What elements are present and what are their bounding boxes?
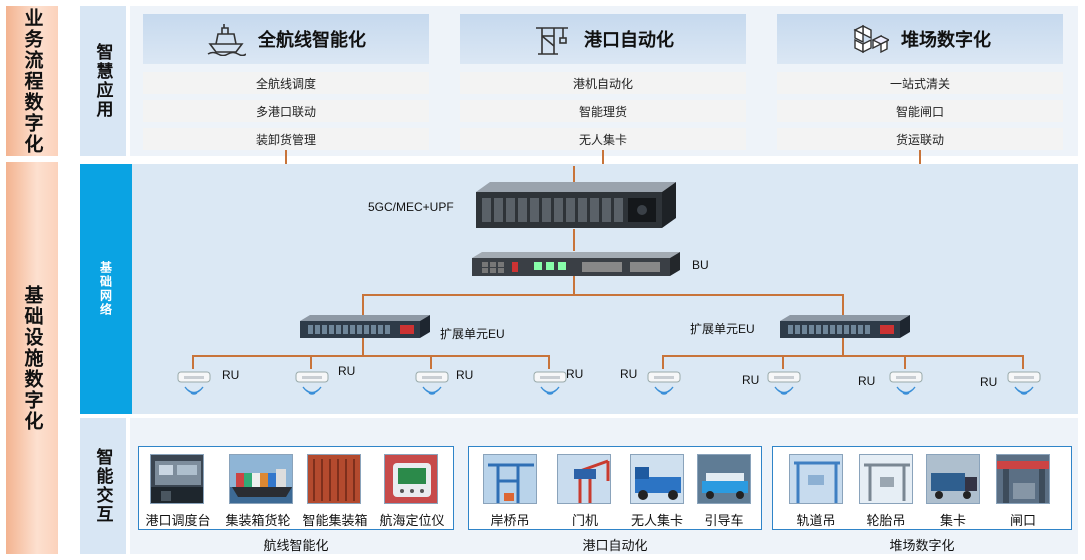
device-caption: 引导车 [704,513,744,528]
card-yard-digitization: 堆场数字化 [777,14,1063,64]
interaction-group-title: 港口自动化 [582,538,648,553]
card-item: 一站式清关 [777,72,1063,94]
device-caption: 港口调度台 [145,513,211,528]
connector-line [573,166,575,182]
ru-label: RU [456,368,474,382]
ru-device [295,371,329,395]
device-caption: 智能集装箱 [302,513,368,528]
base-network-section-label: 基础网络 [80,164,132,414]
card-item: 港机自动化 [460,72,746,94]
connector-line [602,150,604,165]
connector-line [842,338,844,356]
card-port-automation: 港口自动化 [460,14,746,64]
connector-line [192,355,550,357]
infra-digitization-label: 基础设施数字化 [6,162,58,554]
thumb-container-truck [926,454,980,504]
connector-line [919,150,921,165]
ru-device [1007,371,1041,395]
thumb-dispatch-console [150,454,204,504]
connector-line [573,229,575,251]
ru-label: RU [742,373,760,387]
interaction-group-title: 堆场数字化 [889,538,955,553]
device-caption: 轨道吊 [796,513,836,528]
card-item: 智能理货 [460,100,746,122]
eu-device [300,315,430,338]
connector-line [192,355,194,369]
business-digitization-label: 业务流程数字化 [6,6,58,156]
card-item: 智能闸口 [777,100,1063,122]
connector-line [1022,355,1024,369]
connector-line [285,150,287,165]
device-caption: 门机 [571,513,598,528]
device-caption: 轮胎吊 [866,513,906,528]
connector-line [842,294,844,316]
ru-device [647,371,681,395]
thumb-portal-crane [557,454,611,504]
eu-device [780,315,910,338]
ru-label: RU [620,367,638,381]
ru-device [415,371,449,395]
card-title: 全航线智能化 [258,30,366,50]
connector-line [573,275,575,295]
thumb-unmanned-truck [630,454,684,504]
eu-label-left: 扩展单元EU [440,327,505,341]
smart-app-section-label: 智慧应用 [80,6,126,156]
crane-icon [536,27,568,55]
thumb-gate [996,454,1050,504]
ru-label: RU [858,374,876,388]
connector-line [662,355,1024,357]
connector-line [548,355,550,369]
cubes-icon [853,24,889,54]
bu-device [472,252,680,276]
thumb-tire-crane [859,454,913,504]
card-item: 全航线调度 [143,72,429,94]
thumb-rail-crane [789,454,843,504]
thumb-container-ship [229,454,293,504]
connector-line [662,355,664,369]
card-route-intelligence: 全航线智能化 [143,14,429,64]
connector-line [310,355,312,369]
ru-label: RU [338,364,356,378]
connector-line [362,338,364,356]
ru-device [889,371,923,395]
smart-interaction-section-label: 智能交互 [80,418,126,554]
card-item: 无人集卡 [460,128,746,150]
thumb-guided-vehicle [697,454,751,504]
interaction-group-title: 航线智能化 [263,538,329,553]
eu-label-right: 扩展单元EU [690,322,755,336]
card-item: 货运联动 [777,128,1063,150]
card-item: 装卸货管理 [143,128,429,150]
ru-device [533,371,567,395]
device-caption: 无人集卡 [630,513,683,528]
ru-label: RU [566,367,584,381]
thumb-smart-container [307,454,361,504]
connector-line [362,294,364,316]
device-caption: 集卡 [939,513,966,528]
ru-label: RU [980,375,998,389]
card-item: 多港口联动 [143,100,429,122]
connector-line [362,294,844,296]
ru-label: RU [222,368,240,382]
device-caption: 闸口 [1009,513,1036,528]
device-caption: 岸桥吊 [490,513,530,528]
bu-label: BU [692,258,709,272]
thumb-quay-crane [483,454,537,504]
ru-device [177,371,211,395]
core-server-device [476,182,676,228]
core-network-label: 5GC/MEC+UPF [368,200,454,214]
connector-line [782,355,784,369]
card-title: 港口自动化 [584,30,674,50]
thumb-nav-locator [384,454,438,504]
ru-device [767,371,801,395]
ship-icon [207,24,246,56]
card-title: 堆场数字化 [901,30,991,50]
device-caption: 航海定位仪 [379,513,445,528]
device-caption: 集装箱货轮 [225,513,291,528]
connector-line [904,355,906,369]
connector-line [430,355,432,369]
